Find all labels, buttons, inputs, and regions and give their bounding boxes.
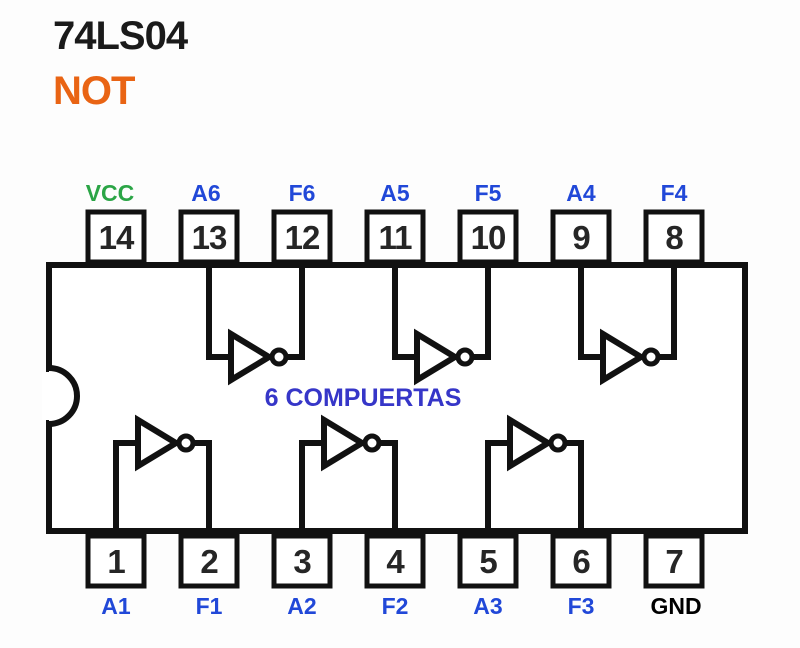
pin-14-number: 14 (99, 219, 135, 256)
gate-4-inverter-triangle-icon (135, 414, 182, 472)
inverter-gate-3 (578, 262, 677, 386)
pin-11-box (364, 209, 426, 265)
ic-notch (48, 365, 80, 427)
pin-8: 8 (643, 209, 705, 265)
pin-12-number: 12 (285, 219, 320, 256)
gate-5-inverter-triangle-icon (321, 414, 368, 472)
gate-3-output-wire (658, 262, 677, 360)
gate-3-inverter-triangle-icon (600, 328, 647, 386)
gate-3-input-wire (578, 262, 605, 360)
pin-12-signal-label: F6 (289, 180, 316, 206)
pin-3: 3 (271, 533, 333, 589)
pin-6-number: 6 (572, 543, 590, 580)
gate-6-output-wire (565, 440, 584, 538)
pin-10-number: 10 (471, 219, 506, 256)
gate-6-inverter-triangle-icon (507, 414, 554, 472)
pin-4-box (364, 533, 426, 589)
pin-4-number: 4 (386, 543, 405, 580)
gate-1-input-wire (206, 262, 233, 360)
pin-1-signal-label: A1 (101, 593, 131, 619)
pin-3-box (271, 533, 333, 589)
pin-10-box (457, 209, 519, 265)
pin-5: 5 (457, 533, 519, 589)
pin-13-number: 13 (192, 219, 227, 256)
gate-1-inversion-bubble-icon (269, 347, 289, 367)
gate-1-output-wire (286, 262, 305, 360)
pin-1-box (85, 533, 147, 589)
gate-5-input-wire (299, 440, 326, 538)
gate-2-inversion-bubble-icon (455, 347, 475, 367)
gate-type-label: NOT (53, 69, 135, 113)
pin-11-number: 11 (379, 219, 413, 256)
pin-6-box (550, 533, 612, 589)
gate-1-inverter-triangle-icon (228, 328, 275, 386)
pin-9-box (550, 209, 612, 265)
gate-3-inversion-bubble-icon (641, 347, 661, 367)
pin-11: 11 (364, 209, 426, 265)
pin-6-signal-label: F3 (568, 593, 595, 619)
pin-11-signal-label: A5 (380, 180, 410, 206)
pin-2-box (178, 533, 240, 589)
gate-2-inverter-triangle-icon (414, 328, 461, 386)
pin-3-signal-label: A2 (287, 593, 316, 619)
pin-5-number: 5 (479, 543, 497, 580)
pin-5-signal-label: A3 (473, 593, 502, 619)
pin-3-number: 3 (293, 543, 311, 580)
pin-7-signal-label: GND (650, 593, 701, 619)
pin-13-signal-label: A6 (191, 180, 220, 206)
inverter-gate-4 (113, 414, 212, 538)
chip-title: 74LS04 (53, 14, 189, 58)
inverter-gate-2 (392, 262, 491, 386)
pin-8-number: 8 (665, 219, 683, 256)
gate-2-input-wire (392, 262, 419, 360)
inverter-gate-6 (485, 414, 584, 538)
gate-2-output-wire (472, 262, 491, 360)
pin-12: 12 (271, 209, 333, 265)
pin-14-box (85, 209, 147, 265)
pin-9: 9 (550, 209, 612, 265)
pin-5-box (457, 533, 519, 589)
pin-2-signal-label: F1 (196, 593, 223, 619)
pin-7-number: 7 (665, 543, 682, 580)
pin-6: 6 (550, 533, 612, 589)
gate-5-inversion-bubble-icon (362, 433, 382, 453)
pin-7-box (643, 533, 705, 589)
pin-4-signal-label: F2 (382, 593, 409, 619)
pin-10: 10 (457, 209, 519, 265)
pin-4: 4 (364, 533, 426, 589)
pin-14-signal-label: VCC (86, 180, 135, 206)
gate-count-label: 6 COMPUERTAS (265, 384, 462, 412)
pin-10-signal-label: F5 (475, 180, 502, 206)
pin-12-box (271, 209, 333, 265)
pin-8-box (643, 209, 705, 265)
gate-5-output-wire (379, 440, 398, 538)
pin-2-number: 2 (200, 543, 218, 580)
gate-6-inversion-bubble-icon (548, 433, 568, 453)
pin-14: 14 (85, 209, 147, 265)
pin-7: 7 (643, 533, 705, 589)
gate-4-inversion-bubble-icon (176, 433, 196, 453)
pin-9-number: 9 (572, 219, 590, 256)
pin-1-number: 1 (107, 543, 125, 580)
pin-13-box (178, 209, 240, 265)
pin-2: 2 (178, 533, 240, 589)
gate-6-input-wire (485, 440, 512, 538)
pin-1: 1 (85, 533, 147, 589)
pin-13: 13 (178, 209, 240, 265)
gate-4-input-wire (113, 440, 140, 538)
pin-9-signal-label: A4 (566, 180, 596, 206)
inverter-gate-1 (206, 262, 305, 386)
inverter-gate-5 (299, 414, 398, 538)
gate-4-output-wire (193, 440, 212, 538)
pin-8-signal-label: F4 (661, 180, 688, 206)
